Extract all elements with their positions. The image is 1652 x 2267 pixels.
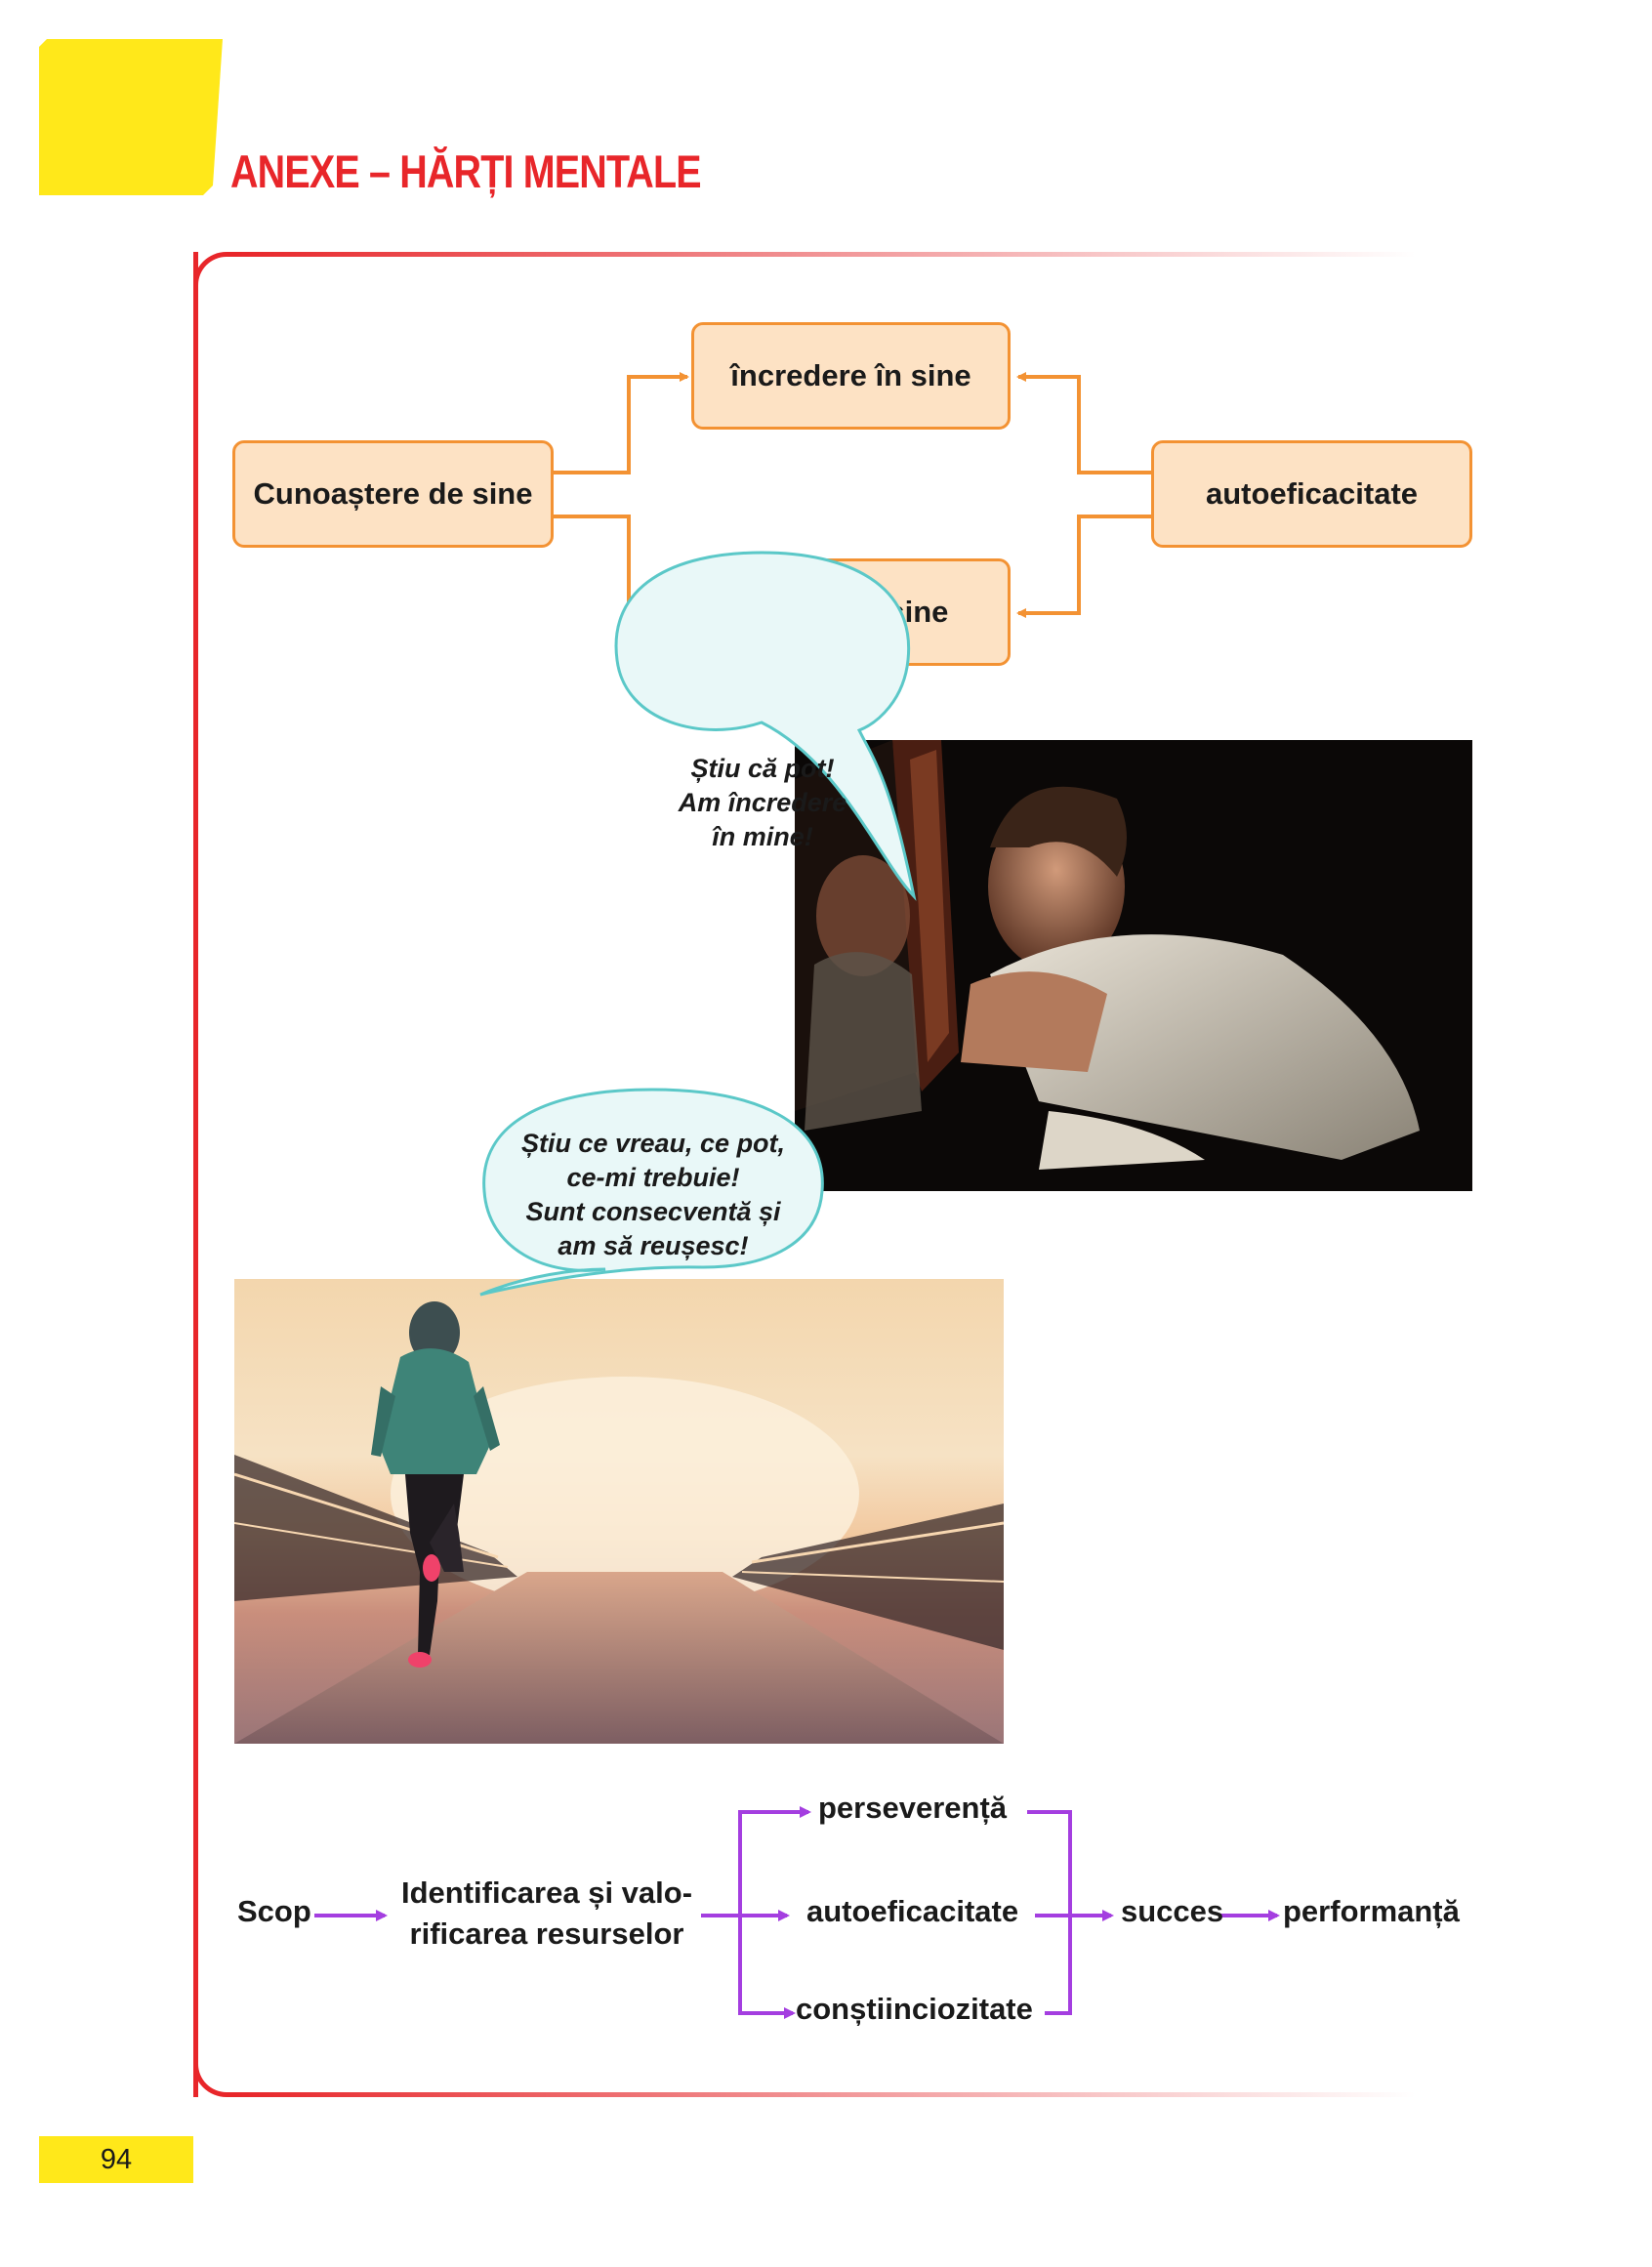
speech-bubble-runner-text: Știu ce vreau, ce pot, ce-mi trebuie! Su… <box>486 1127 820 1263</box>
speech-bubble-mirror-text: Știu că pot! Am încredere în mine! <box>625 752 900 854</box>
page-number: 94 <box>100 2144 133 2175</box>
frame-top-border <box>234 252 1416 257</box>
connector-self-efficacy-to-esteem <box>1016 515 1153 618</box>
photo-runner <box>234 1279 1004 1744</box>
bubble-mirror-line-2: Am încredere <box>678 788 847 817</box>
flow-start-goal: Scop <box>237 1894 311 1928</box>
page-number-tab <box>39 2136 193 2183</box>
header-yellow-tab <box>39 39 223 195</box>
flow-resources-line-1: Identificarea și valo- <box>400 1875 693 1910</box>
page-title: ANEXE – HĂRȚI MENTALE <box>230 145 702 197</box>
frame-left-border <box>193 252 198 2097</box>
box-self-knowledge: Cunoaștere de sine <box>232 440 554 548</box>
bubble-runner-line-4: am să reușesc! <box>558 1231 749 1260</box>
flow-resources-line-2: rificarea resurselor <box>409 1917 684 1951</box>
flow-branch-perseverance: perseverență <box>818 1791 1008 1825</box>
bracket-right <box>1027 1810 1072 2015</box>
bubble-runner-line-2: ce-mi trebuie! <box>566 1163 740 1192</box>
flow-result-performance: performanță <box>1283 1894 1460 1928</box>
bubble-mirror-line-1: Știu că pot! <box>690 754 835 783</box>
connector-self-knowledge-to-confidence <box>552 372 689 474</box>
connector-self-efficacy-to-confidence <box>1016 372 1153 474</box>
frame-bottom-border <box>234 2092 1416 2097</box>
flow-result-success: succes <box>1121 1894 1224 1928</box>
flow-branch-self-efficacy: autoeficacitate <box>806 1894 1019 1928</box>
box-self-esteem: Stimă de sine <box>691 558 1011 666</box>
bubble-mirror-line-3: în mine! <box>712 822 813 851</box>
frame-top-corner <box>193 252 238 297</box>
bubble-runner-line-3: Sunt consecventă și <box>525 1197 781 1226</box>
arrow-to-perseverance <box>738 1806 811 1916</box>
arrow-to-conscientiousness <box>738 1916 796 2019</box>
flow-resources: Identificarea și valo- rificarea resurse… <box>392 1873 701 1955</box>
box-self-efficacy: autoeficacitate <box>1151 440 1472 548</box>
bubble-runner-line-1: Știu ce vreau, ce pot, <box>520 1129 786 1158</box>
flow-branch-conscientiousness: conștiinciozitate <box>796 1992 1033 2026</box>
connector-self-knowledge-to-esteem <box>552 515 689 618</box>
box-self-confidence: încredere în sine <box>691 322 1011 430</box>
frame-bottom-corner <box>193 2052 238 2097</box>
